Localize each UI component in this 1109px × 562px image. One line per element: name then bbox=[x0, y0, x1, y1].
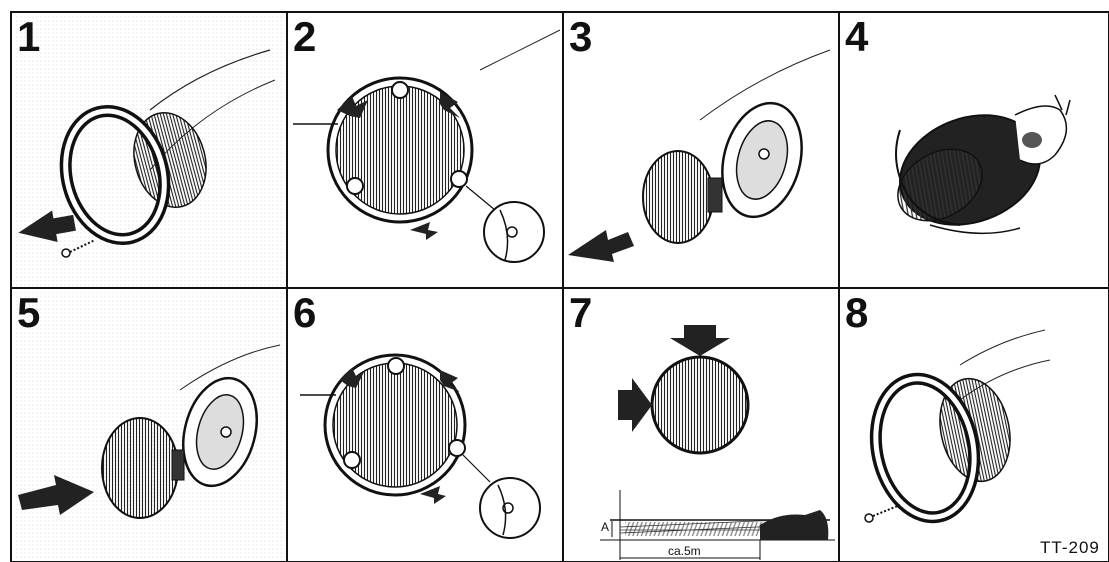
figure-code: TT-209 bbox=[1040, 538, 1100, 558]
step-number-8: 8 bbox=[845, 290, 868, 336]
step-number-6: 6 bbox=[293, 290, 316, 336]
detail-magnifier-icon bbox=[480, 478, 540, 538]
step-number-5: 5 bbox=[17, 290, 40, 336]
aiming-circle-icon bbox=[652, 357, 748, 453]
screw-icon bbox=[388, 358, 404, 374]
step-number-2: 2 bbox=[293, 14, 316, 60]
detail-magnifier-icon bbox=[484, 202, 544, 262]
step-number-4: 4 bbox=[845, 14, 868, 60]
panel-1-drawing bbox=[13, 14, 285, 286]
panel-5-drawing bbox=[13, 290, 285, 560]
step-number-3: 3 bbox=[569, 14, 592, 60]
screw-icon bbox=[392, 82, 408, 98]
sealed-beam-unit-icon bbox=[102, 418, 178, 518]
sealed-beam-unit-icon bbox=[643, 151, 713, 243]
beam-height-label: A bbox=[601, 520, 609, 534]
step-number-1: 1 bbox=[17, 14, 40, 60]
distance-label: ca.5m bbox=[668, 544, 701, 558]
step-number-7: 7 bbox=[569, 290, 592, 336]
